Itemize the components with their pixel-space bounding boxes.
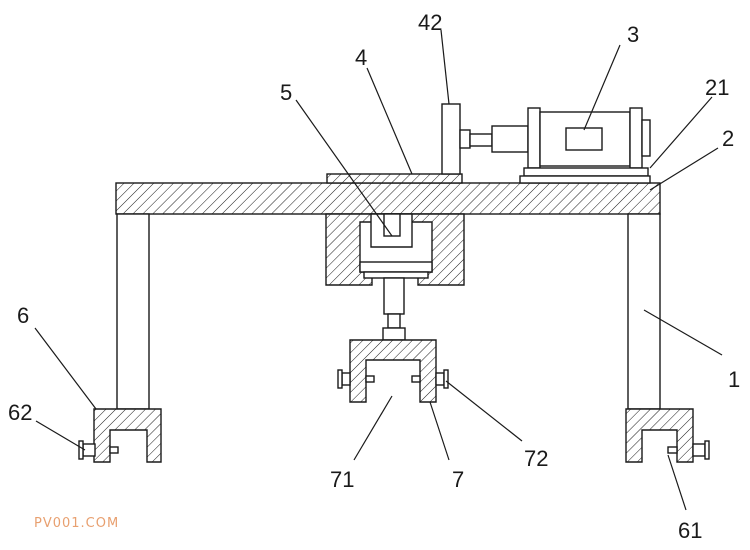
- right-screw: [667, 440, 710, 460]
- label-21: 21: [705, 75, 729, 100]
- watermark: PV001.COM: [34, 516, 119, 531]
- leader-lines: [34, 29, 723, 511]
- label-62: 62: [8, 400, 32, 425]
- label-61: 61: [678, 518, 702, 543]
- label-72: 72: [524, 446, 548, 471]
- main-beam: [115, 182, 661, 215]
- label-4: 4: [355, 45, 367, 70]
- gripper: [349, 339, 437, 403]
- motor-assembly: [459, 107, 651, 184]
- left-leg: [116, 213, 150, 410]
- label-71: 71: [330, 467, 354, 492]
- gripper-left-screw: [337, 369, 375, 389]
- lower-housing: [325, 213, 465, 286]
- label-7: 7: [452, 467, 464, 492]
- label-5: 5: [280, 80, 292, 105]
- label-1: 1: [728, 367, 740, 392]
- right-leg: [627, 213, 661, 410]
- label-3: 3: [627, 22, 639, 47]
- rod: [383, 277, 405, 315]
- top-plate: [326, 173, 463, 184]
- rod-connector: [382, 327, 406, 341]
- label-6: 6: [17, 303, 29, 328]
- label-2: 2: [722, 126, 734, 151]
- left-screw: [78, 440, 119, 460]
- right-foot-clamp: [625, 408, 694, 463]
- rod-neck: [387, 313, 401, 329]
- left-foot-clamp: [93, 408, 162, 463]
- gripper-right-screw: [411, 369, 449, 389]
- label-42: 42: [418, 10, 442, 35]
- inner-slide: [359, 213, 433, 279]
- vertical-plate: [441, 103, 461, 175]
